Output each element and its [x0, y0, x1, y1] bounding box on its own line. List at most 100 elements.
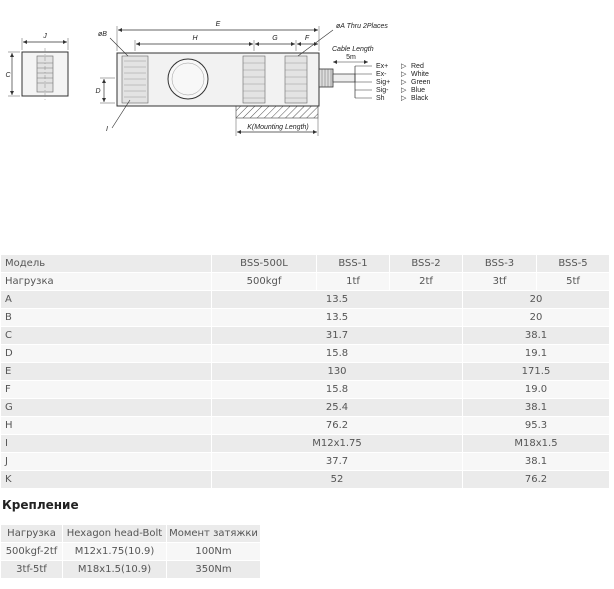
dim-value-large: 20 — [462, 308, 610, 327]
mounting-table: Нагрузка Hexagon head-Bolt Момент затяжк… — [0, 524, 261, 579]
table-cell: 100Nm — [166, 542, 261, 561]
dim-value-small: 13.5 — [211, 290, 463, 309]
wire-color: Green — [411, 79, 431, 86]
load-cell-value: 2tf — [389, 272, 463, 291]
table-row: C 31.7 38.1 — [0, 326, 610, 345]
label-e: E — [216, 21, 221, 28]
label-cable-value: 5m — [346, 54, 356, 61]
row-label: H — [0, 416, 212, 435]
dim-value-small: 37.7 — [211, 452, 463, 471]
row-label: A — [0, 290, 212, 309]
row-label: F — [0, 380, 212, 399]
row-label: C — [0, 326, 212, 345]
model-cell: BSS-1 — [316, 254, 390, 273]
row-label: I — [0, 434, 212, 453]
table-row: I M12x1.75 M18x1.5 — [0, 434, 610, 453]
row-label: Модель — [0, 254, 212, 273]
dim-value-small: 31.7 — [211, 326, 463, 345]
table-row: G 25.4 38.1 — [0, 398, 610, 417]
load-cell-drawing: J C — [5, 21, 431, 136]
load-cell-value: 5tf — [536, 272, 610, 291]
table-row: Модель BSS-500L BSS-1 BSS-2 BSS-3 BSS-5 — [0, 254, 610, 273]
table-cell: 350Nm — [166, 560, 261, 579]
wire-color: Red — [411, 63, 424, 70]
table-row: D 15.8 19.1 — [0, 344, 610, 363]
wire-color: Black — [411, 95, 429, 102]
label-g: G — [272, 35, 278, 42]
mounting-title: Крепление — [2, 498, 79, 512]
column-header: Нагрузка — [0, 524, 63, 543]
dim-value-large: 38.1 — [462, 326, 610, 345]
table-row: 3tf-5tf M18x1.5(10.9) 350Nm — [0, 560, 261, 579]
label-k: K(Mounting Length) — [247, 124, 308, 131]
dim-value-small: 76.2 — [211, 416, 463, 435]
label-h: H — [192, 35, 198, 42]
dim-value-large: 19.1 — [462, 344, 610, 363]
dim-value-large: 38.1 — [462, 452, 610, 471]
wire-code: Ex+ — [376, 63, 388, 70]
dim-value-small: 15.8 — [211, 344, 463, 363]
cable — [332, 73, 356, 83]
dim-value-small: 13.5 — [211, 308, 463, 327]
dim-value-small: 52 — [211, 470, 463, 489]
wire-legend: Ex+ ▷ Red Ex- ▷ White Sig+ ▷ Green Sig- … — [376, 63, 431, 102]
table-row: J 37.7 38.1 — [0, 452, 610, 471]
table-cell: 500kgf-2tf — [0, 542, 63, 561]
table-cell: M12x1.75(10.9) — [62, 542, 167, 561]
dim-value-large: 76.2 — [462, 470, 610, 489]
table-row: B 13.5 20 — [0, 308, 610, 327]
dim-value-small: 130 — [211, 362, 463, 381]
row-label: K — [0, 470, 212, 489]
row-label: G — [0, 398, 212, 417]
dim-value-large: 38.1 — [462, 398, 610, 417]
wire-arrow: ▷ — [401, 63, 407, 70]
table-row: K 52 76.2 — [0, 470, 610, 489]
load-cell-value: 1tf — [316, 272, 390, 291]
table-row: E 130 171.5 — [0, 362, 610, 381]
strain-pocket — [167, 58, 209, 100]
wire-color: Blue — [411, 87, 425, 94]
label-f: F — [305, 35, 310, 42]
column-header: Hexagon head-Bolt — [62, 524, 167, 543]
load-cell-value: 500kgf — [211, 272, 317, 291]
dim-value-large: M18x1.5 — [462, 434, 610, 453]
table-cell: M18x1.5(10.9) — [62, 560, 167, 579]
dim-value-large: 19.0 — [462, 380, 610, 399]
dim-value-large: 20 — [462, 290, 610, 309]
row-label: E — [0, 362, 212, 381]
dim-value-small: 25.4 — [211, 398, 463, 417]
mounting-hole-1 — [242, 55, 266, 104]
table-row: Нагрузка Hexagon head-Bolt Момент затяжк… — [0, 524, 261, 543]
load-cell-value: 3tf — [462, 272, 537, 291]
model-cell: BSS-3 — [462, 254, 537, 273]
mounting-support — [235, 105, 319, 119]
row-label: Нагрузка — [0, 272, 212, 291]
wire-code: Sig+ — [376, 79, 390, 86]
model-cell: BSS-2 — [389, 254, 463, 273]
wire-arrow: ▷ — [401, 95, 407, 102]
table-row: F 15.8 19.0 — [0, 380, 610, 399]
label-i: I — [106, 126, 108, 133]
mounting-hole-2 — [284, 55, 308, 104]
label-cable-length: Cable Length — [332, 46, 374, 53]
label-c: C — [5, 72, 11, 79]
wire-code: Sig- — [376, 87, 389, 94]
wire-code: Ex- — [376, 71, 387, 78]
table-cell: 3tf-5tf — [0, 560, 63, 579]
label-a: øA Thru 2Places — [336, 23, 388, 30]
wire-arrow: ▷ — [401, 87, 407, 94]
wire-arrow: ▷ — [401, 71, 407, 78]
dim-value-large: 95.3 — [462, 416, 610, 435]
dim-value-small: M12x1.75 — [211, 434, 463, 453]
dim-value-small: 15.8 — [211, 380, 463, 399]
dim-value-large: 171.5 — [462, 362, 610, 381]
model-cell: BSS-5 — [536, 254, 610, 273]
end-view: J C — [5, 33, 69, 100]
label-b: øB — [98, 31, 107, 38]
table-row: H 76.2 95.3 — [0, 416, 610, 435]
spec-table: Модель BSS-500L BSS-1 BSS-2 BSS-3 BSS-5 … — [0, 254, 610, 489]
table-row: 500kgf-2tf M12x1.75(10.9) 100Nm — [0, 542, 261, 561]
left-mounting-hole — [121, 55, 149, 104]
label-d: D — [95, 88, 100, 95]
label-j: J — [42, 33, 47, 40]
